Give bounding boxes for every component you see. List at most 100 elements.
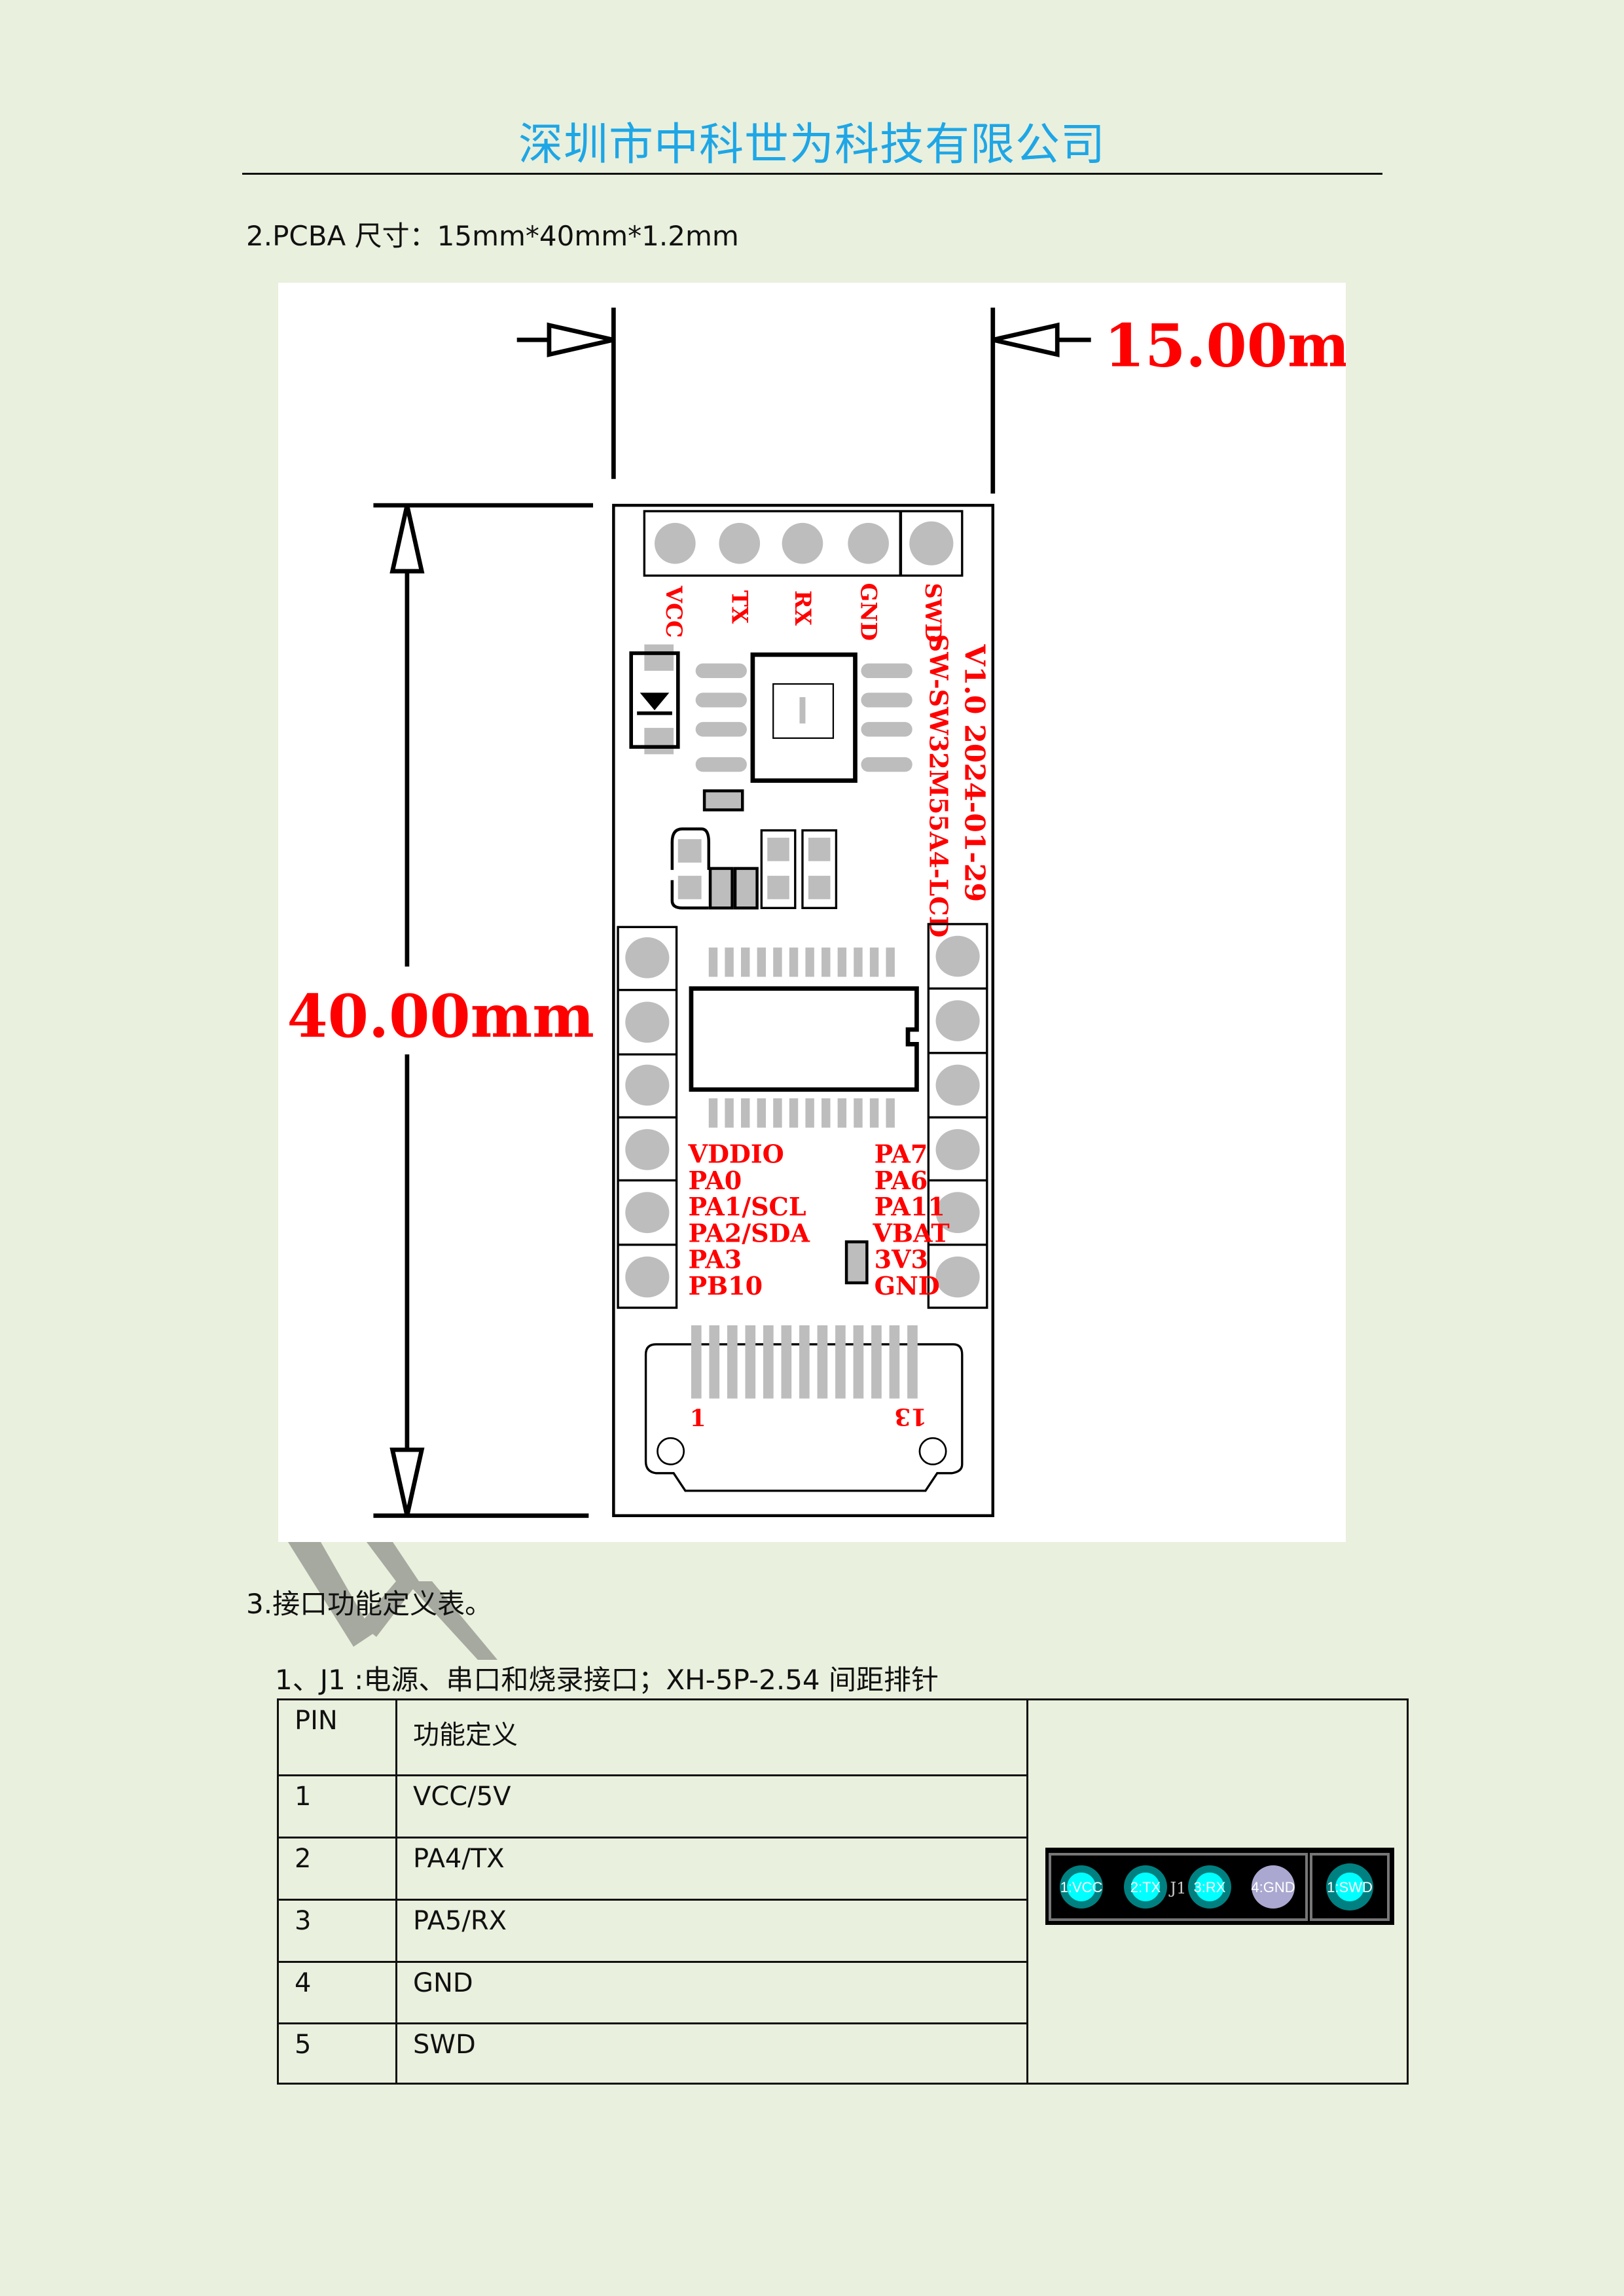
ic-pad (869, 1098, 879, 1128)
right-label: PA6 (875, 1166, 928, 1195)
sop8-chip (695, 652, 912, 783)
table-cell-pin: 4 (295, 1968, 312, 1998)
fpc-pad (763, 1325, 774, 1399)
ic-pad (854, 1098, 863, 1128)
pin-label-tx: TX (727, 590, 753, 624)
j1-pin-label: 1:SWD (1327, 1879, 1373, 1895)
left-label: PA1/SCL (688, 1192, 806, 1221)
j1-pin-label: 2:TX (1130, 1879, 1161, 1895)
right-label: PA11 (875, 1192, 945, 1221)
section-3-heading: 3.接口功能定义表。 (246, 1588, 493, 1620)
fpc-pad (835, 1325, 846, 1399)
table-cell-pin: 3 (295, 1906, 312, 1936)
fpc-pad (817, 1325, 828, 1399)
version-text: V1.0 2024-01-29 (958, 644, 990, 903)
fpc-pad (907, 1325, 918, 1399)
ic-pad (821, 947, 831, 977)
company-title: 深圳市中科世为科技有限公司 (518, 119, 1106, 171)
table-cell-function: SWD (413, 2030, 476, 2060)
fpc-pin-13-label: 13 (894, 1403, 927, 1430)
ic-pad (805, 947, 814, 977)
ic-pad (773, 947, 782, 977)
width-dimension (516, 308, 1091, 494)
fpc-pad (799, 1325, 810, 1399)
fpc-pad (889, 1325, 900, 1399)
fpc-pad (727, 1325, 738, 1399)
fpc-pad (709, 1325, 720, 1399)
table-header-function: 功能定义 (413, 1720, 518, 1750)
left-label: PA3 (688, 1245, 742, 1274)
watermark-mark (288, 1542, 497, 1660)
ic-pad (757, 947, 767, 977)
right-pin-header (927, 923, 988, 1309)
j1-ref-label: J1 (1168, 1879, 1187, 1897)
pin-label-gnd: GND (856, 583, 882, 641)
passive-components (670, 789, 869, 1285)
fpc-connector (644, 1325, 964, 1492)
j1-pin-label: 3:RX (1194, 1879, 1226, 1895)
pin-label-vcc: VCC (661, 585, 687, 637)
ic-pad (821, 1098, 831, 1128)
pcba-dimension-drawing: 15.00mm 40.00mm VCC TX RX GND SWD V1.0 2… (278, 283, 1346, 1542)
ic-pad (869, 947, 879, 977)
ic-pad (789, 1098, 799, 1128)
left-label: PB10 (688, 1271, 763, 1300)
table-cell-function: GND (413, 1968, 473, 1998)
left-pin-header (617, 925, 678, 1309)
table-row-divider (279, 1837, 1026, 1839)
ic-pad (740, 1098, 750, 1128)
ic-pad (886, 947, 895, 977)
fpc-pad (691, 1325, 702, 1399)
ic-pad (773, 1098, 782, 1128)
pin-label-swd: SWD (920, 583, 947, 643)
j1-pin-label: 4:GND (1251, 1879, 1295, 1895)
width-dimension-label: 15.00mm (1104, 312, 1346, 381)
left-label: VDDIO (687, 1139, 784, 1169)
ic-pad (789, 947, 799, 977)
ic-pad (837, 947, 847, 977)
j1-description: 1、J1 :电源、串口和烧录接口；XH-5P-2.54 间距排针 (275, 1664, 939, 1696)
ic-pad (805, 1098, 814, 1128)
section-2-heading: 2.PCBA 尺寸：15mm*40mm*1.2mm (246, 220, 739, 252)
table-cell-function: PA4/TX (413, 1844, 505, 1874)
ic-pad (708, 947, 718, 977)
ic-pad (886, 1098, 895, 1128)
fpc-pin-1-label: 1 (690, 1405, 706, 1432)
table-cell-pin: 1 (295, 1782, 312, 1812)
top-header-connector (643, 510, 964, 577)
table-col-divider (1026, 1700, 1028, 2083)
fpc-pad (745, 1325, 756, 1399)
j1-pin-label: 1:VCC (1060, 1879, 1103, 1895)
ic-pad (757, 1098, 767, 1128)
pin-label-rx: RX (790, 590, 816, 626)
ic-pad (837, 1098, 847, 1128)
fpc-pad (871, 1325, 882, 1399)
ic-pad (854, 947, 863, 977)
fpc-pad (853, 1325, 864, 1399)
right-label: GND (875, 1271, 940, 1300)
j1-connector-image: 1:VCC 2:TX 3:RX 4:GND 1:SWD J1 (1045, 1848, 1394, 1925)
diode-component (629, 644, 680, 755)
table-row-divider (279, 1961, 1026, 1963)
ic-pad (708, 1098, 718, 1128)
j1-svg: 1:VCC 2:TX 3:RX 4:GND 1:SWD J1 (1049, 1853, 1390, 1921)
model-text: SW-SW32M55A4-LCD (924, 634, 954, 938)
table-col-divider (395, 1700, 397, 2083)
right-label: 3V3 (875, 1245, 928, 1274)
table-header-pin: PIN (295, 1706, 338, 1736)
height-dimension (373, 503, 594, 1518)
table-row-divider (279, 1899, 1026, 1901)
table-row-divider (279, 2022, 1026, 2024)
fpc-pad (781, 1325, 792, 1399)
height-dimension-label: 40.00mm (287, 982, 594, 1051)
header-divider (242, 173, 1382, 175)
table-cell-function: PA5/RX (413, 1906, 507, 1936)
left-label: PA2/SDA (688, 1218, 810, 1247)
right-label: VBAT (872, 1218, 949, 1247)
j1-pin-table: PIN 功能定义 1 VCC/5V 2 PA4/TX 3 PA5/RX 4 GN… (277, 1698, 1409, 2085)
ic-pad (725, 947, 734, 977)
table-cell-pin: 2 (295, 1844, 312, 1874)
main-ic (689, 947, 919, 1128)
table-cell-pin: 5 (295, 2030, 312, 2060)
ic-pad (740, 947, 750, 977)
